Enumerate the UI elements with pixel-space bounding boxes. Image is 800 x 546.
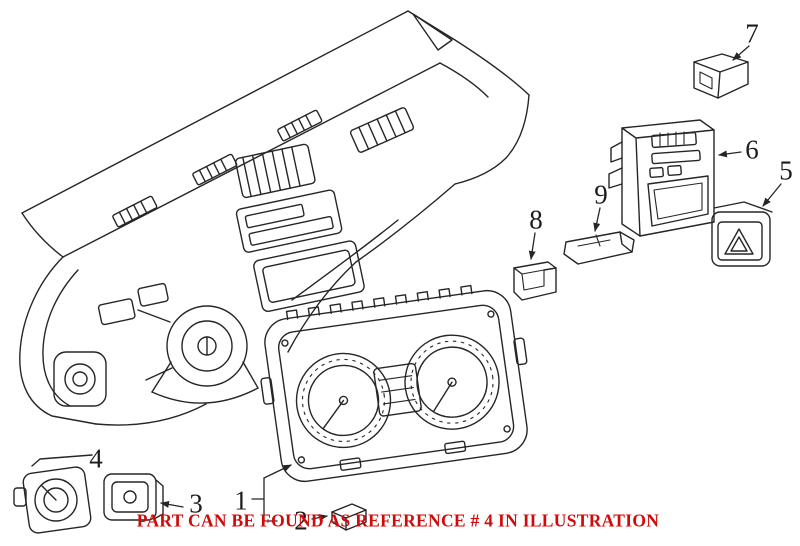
callout-2: 2 [294, 505, 308, 536]
callout-leader-lines [160, 45, 782, 522]
part-6-storage-module [608, 119, 715, 237]
callout-4: 4 [89, 443, 103, 474]
callout-6: 6 [745, 134, 759, 165]
part-9-bracket [563, 231, 635, 265]
callout-9: 9 [594, 179, 608, 210]
callout-3: 3 [189, 488, 203, 519]
part-7-control-module [693, 53, 749, 99]
part-8-bracket [513, 261, 557, 301]
callout-7: 7 [745, 18, 759, 49]
dashboard-illustration [19, 10, 530, 426]
callout-5: 5 [779, 155, 793, 186]
part-2-connector [331, 503, 367, 531]
part-5-hazard-switch [711, 201, 773, 267]
callout-1: 1 [234, 485, 248, 516]
part-3-switch [103, 473, 164, 521]
reference-caption: PART CAN BE FOUND AS REFERENCE # 4 IN IL… [136, 510, 660, 531]
callout-8: 8 [529, 204, 543, 235]
part-4-headlight-switch [13, 454, 93, 534]
instrument-cluster-part [260, 284, 528, 483]
